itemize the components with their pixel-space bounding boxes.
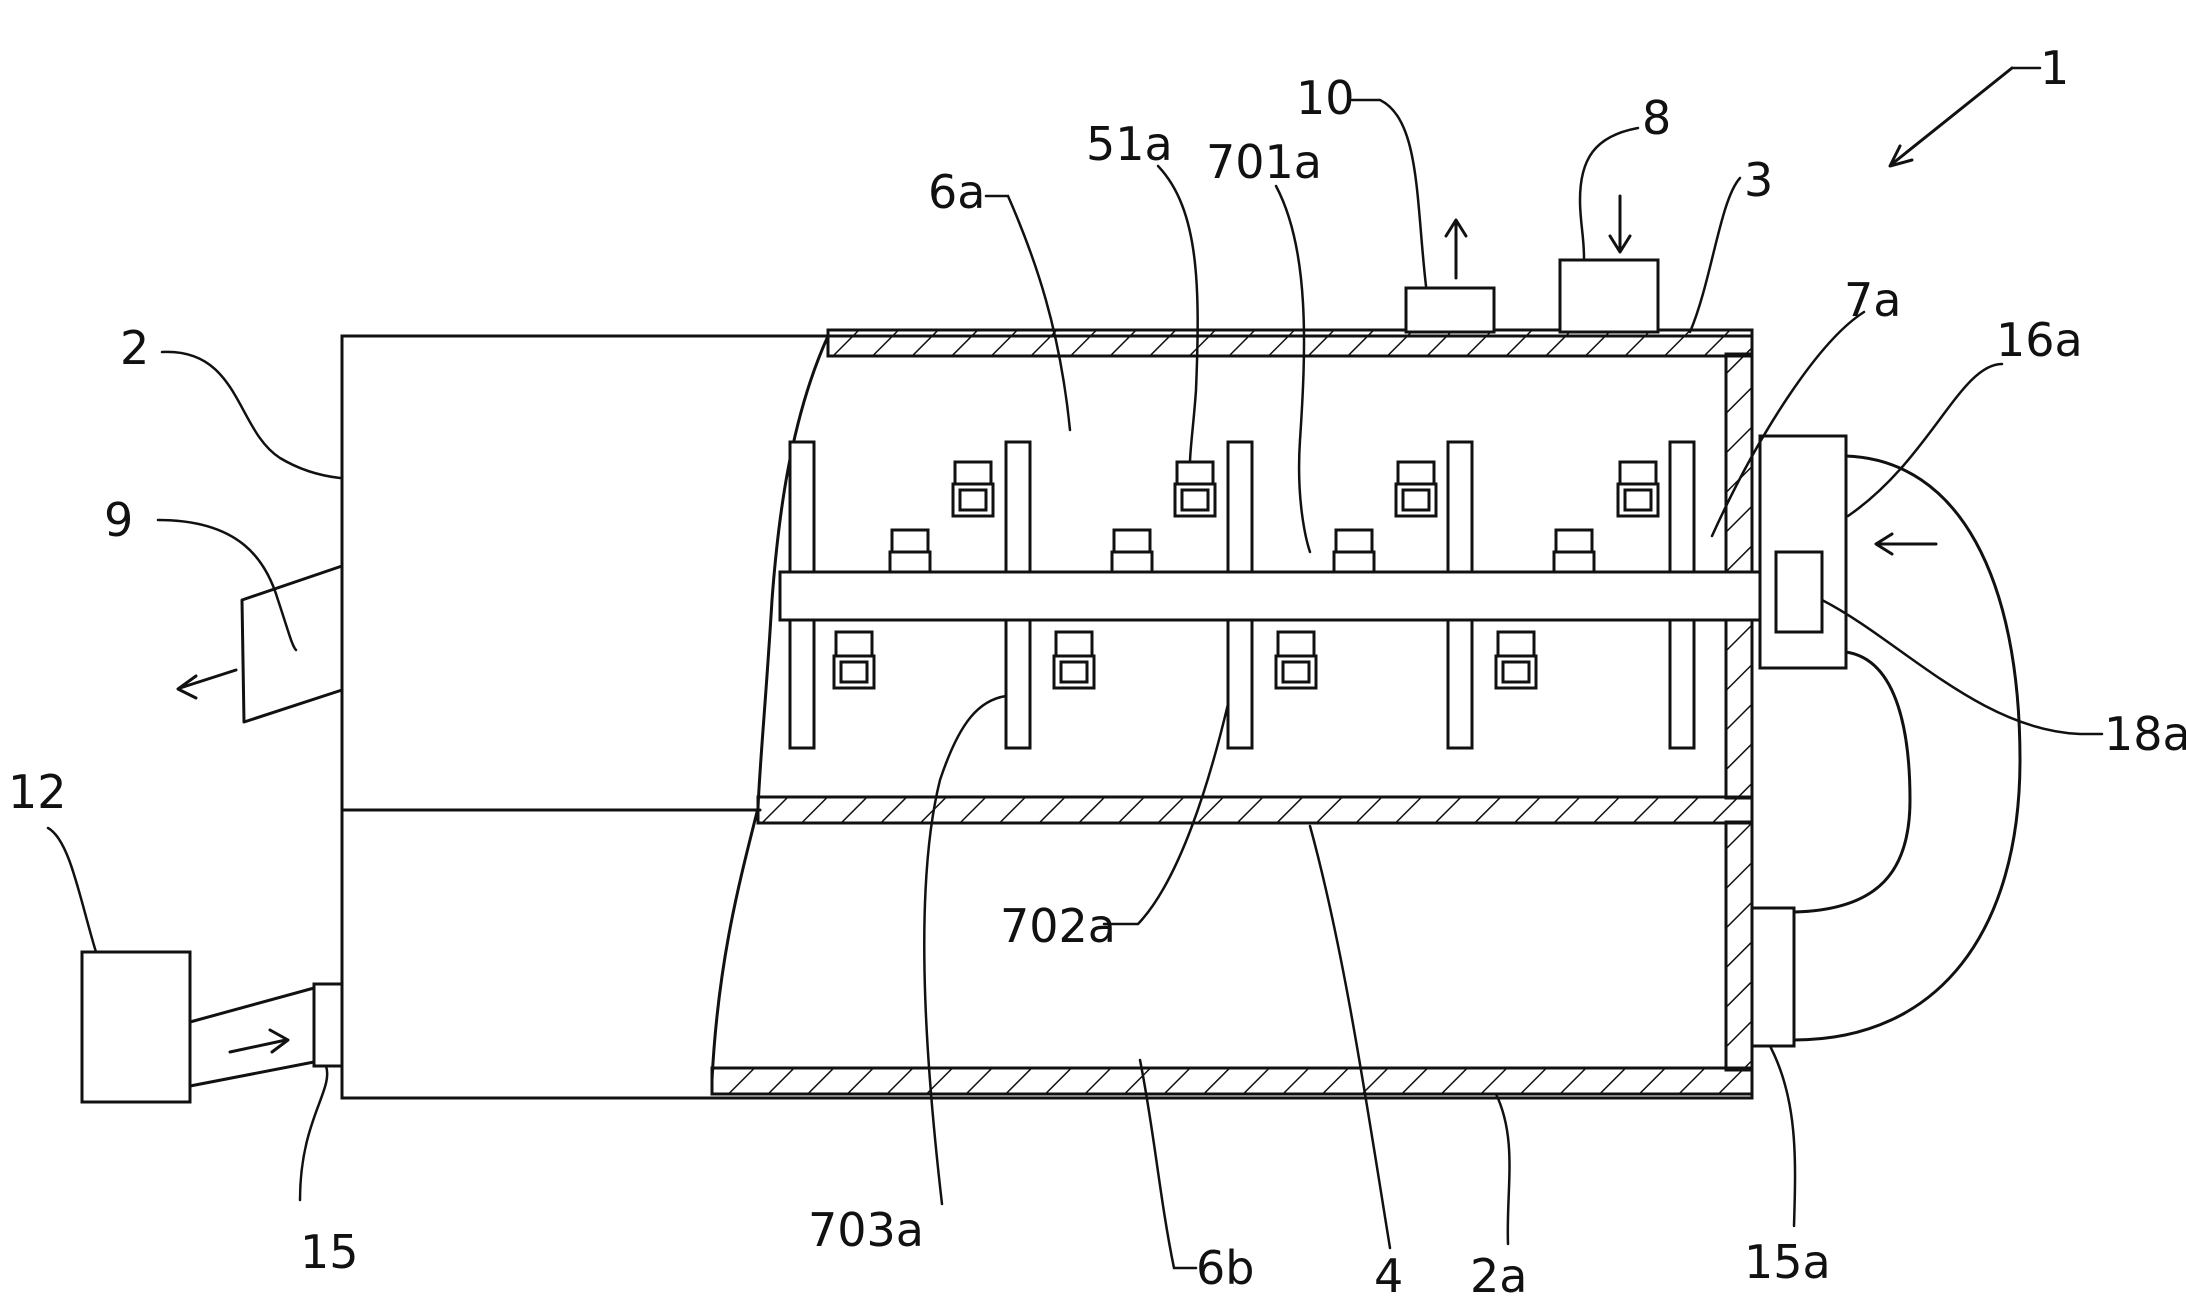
leader-3 — [1688, 176, 1742, 334]
label-12: 12 — [8, 765, 67, 819]
return-pipe-inner — [1792, 650, 1912, 914]
bottom-wall-hatched — [710, 1066, 1754, 1096]
leader-2 — [160, 350, 342, 480]
leader-6a — [984, 194, 1072, 432]
label-6b: 6b — [1196, 1241, 1254, 1295]
top-wall-hatched — [826, 328, 1754, 358]
label-2: 2 — [120, 321, 149, 375]
label-8: 8 — [1642, 91, 1671, 145]
shaft-over-discs — [778, 570, 1778, 622]
leader-6b — [1138, 1058, 1198, 1270]
label-9: 9 — [104, 493, 133, 547]
label-4: 4 — [1374, 1249, 1403, 1303]
label-10: 10 — [1296, 71, 1355, 125]
label-703a: 703a — [808, 1203, 924, 1257]
duct-15 — [312, 982, 344, 1068]
middle-wall-hatched — [756, 795, 1754, 825]
arrow-out-9 — [178, 668, 238, 690]
leader-2a — [1494, 1092, 1511, 1246]
paddles-upper — [888, 460, 1660, 574]
outlet-port-10 — [1404, 286, 1496, 334]
duct-connector — [188, 986, 316, 1088]
leader-51a — [1156, 164, 1199, 464]
leader-16a — [1846, 362, 2004, 518]
coupling-18a — [1774, 550, 1824, 634]
leader-7a — [1710, 310, 1866, 538]
leader-12 — [46, 826, 98, 954]
leader-15a — [1768, 1044, 1797, 1228]
label-1: 1 — [2040, 41, 2069, 95]
label-51a: 51a — [1086, 117, 1173, 171]
paddles-lower — [832, 630, 1538, 690]
leader-9 — [156, 518, 298, 652]
pipe-15a — [1750, 906, 1796, 1048]
return-pipe-outer — [1792, 454, 2022, 1042]
leader-8 — [1578, 126, 1640, 260]
label-6a: 6a — [928, 165, 985, 219]
outer-housing — [340, 334, 1754, 1100]
label-701a: 701a — [1206, 135, 1322, 189]
right-wall-lower-hatched — [1724, 820, 1754, 1072]
fan-12 — [80, 950, 192, 1104]
label-7a: 7a — [1844, 273, 1901, 327]
leader-703a — [923, 694, 1008, 1206]
label-702a: 702a — [1000, 899, 1116, 953]
label-18a: 18a — [2104, 707, 2186, 761]
outlet-chute-9 — [240, 564, 344, 724]
leader-15 — [298, 1064, 329, 1202]
leader-4 — [1308, 824, 1392, 1250]
label-15a: 15a — [1744, 1235, 1831, 1289]
leader-10 — [1350, 98, 1428, 288]
label-15: 15 — [300, 1225, 359, 1279]
label-16a: 16a — [1996, 313, 2083, 367]
leader-702a — [1102, 702, 1230, 926]
label-3: 3 — [1744, 153, 1773, 207]
inlet-port-8 — [1558, 258, 1660, 334]
label-2a: 2a — [1470, 1249, 1527, 1303]
leader-701a — [1274, 184, 1312, 554]
arrow-in-15 — [228, 1038, 288, 1054]
leader-18a — [1820, 598, 2104, 736]
leader-1-arrow — [1890, 66, 2014, 166]
